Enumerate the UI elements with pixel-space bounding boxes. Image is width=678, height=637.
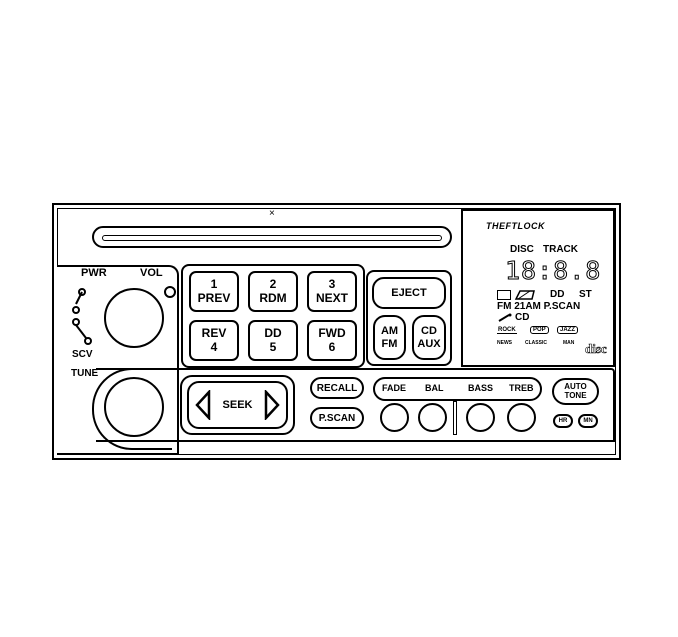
preset-1-function: PREV: [197, 290, 231, 305]
eq-preset-classic: CLASSIC: [525, 340, 547, 346]
aux-label: AUX: [417, 337, 441, 350]
eq-preset-jazz: JAZZ: [557, 326, 578, 334]
fm-label: FM: [381, 337, 398, 350]
preset-2-number: 2: [269, 276, 277, 291]
repeat-triangle-icon: [514, 290, 535, 300]
treb-label: TREB: [509, 383, 534, 393]
band-indicators: FM 21AM P.SCAN: [497, 301, 581, 312]
disc-label: DISC: [510, 244, 534, 255]
dolby-indicator: DD: [550, 289, 565, 300]
tune-label: TUNE: [71, 368, 99, 379]
tone-control-group: [373, 377, 542, 401]
hour-label: HR: [558, 418, 568, 424]
recall-button[interactable]: RECALL: [310, 377, 364, 399]
fade-label: FADE: [382, 383, 407, 393]
cd-slot[interactable]: [92, 226, 452, 248]
treble-knob[interactable]: [507, 403, 536, 432]
auto-tone-line2: TONE: [564, 390, 587, 400]
bal-label: BAL: [425, 383, 444, 393]
eq-preset-man: MAN: [563, 340, 575, 346]
preset-4-number: 4: [210, 339, 218, 354]
preset-3-next-button[interactable]: 3 NEXT: [307, 271, 357, 312]
vol-label: VOL: [140, 267, 163, 279]
preset-5-number: 5: [269, 339, 277, 354]
pscan-label: P.SCAN: [318, 412, 356, 424]
seek-button-frame: [180, 375, 295, 435]
display-readout: 18:8.8: [504, 256, 602, 285]
preset-2-function: RDM: [259, 290, 287, 305]
source-button-group: [366, 270, 452, 366]
seek-down-arrow-icon: [195, 390, 211, 420]
hour-button[interactable]: HR: [553, 414, 573, 428]
eq-preset-pop: POP: [530, 326, 549, 334]
am-label: AM: [380, 324, 399, 337]
seek-up-arrow-icon: [264, 390, 280, 420]
am-fm-button[interactable]: AM FM: [373, 315, 406, 360]
preset-2-rdm-button[interactable]: 2 RDM: [248, 271, 298, 312]
scv-label: SCV: [72, 349, 93, 360]
track-label: TRACK: [543, 244, 578, 255]
stereo-indicator: ST: [579, 289, 592, 300]
power-volume-knob[interactable]: [104, 288, 164, 348]
balance-knob[interactable]: [418, 403, 447, 432]
tune-knob-surround: [92, 368, 172, 450]
preset-5-dolby-button[interactable]: DD 5: [248, 320, 298, 361]
cd-indicator-box-icon: [497, 290, 511, 300]
preset-4-function: REV: [201, 325, 227, 340]
bass-label: BASS: [468, 383, 494, 393]
eject-label: EJECT: [391, 286, 427, 299]
cd-slot-opening: [102, 235, 442, 241]
cd-aux-button[interactable]: CD AUX: [412, 315, 446, 360]
preset-1-prev-button[interactable]: 1 PREV: [189, 271, 239, 312]
preset-6-function: FWD: [318, 325, 346, 340]
eject-button[interactable]: EJECT: [372, 277, 446, 309]
tone-divider: [453, 401, 457, 435]
indicator-led: [164, 286, 176, 298]
auto-tone-button[interactable]: AUTO TONE: [552, 378, 599, 405]
display-window: [461, 209, 615, 367]
bass-knob[interactable]: [466, 403, 495, 432]
pscan-button[interactable]: P.SCAN: [310, 407, 364, 429]
slot-center-mark: ×: [269, 208, 275, 219]
cd-pen-icon: [498, 313, 512, 322]
seek-label: SEEK: [222, 398, 253, 411]
preset-3-number: 3: [328, 276, 336, 291]
preset-button-group: [181, 264, 365, 368]
lower-control-band: [96, 368, 615, 442]
seek-rocker-button[interactable]: SEEK: [187, 381, 288, 429]
preset-6-fwd-button[interactable]: FWD 6: [307, 320, 357, 361]
minute-button[interactable]: MN: [578, 414, 598, 428]
preset-5-dolby-icon: DD: [264, 325, 282, 340]
pwr-label: PWR: [81, 267, 107, 279]
preset-1-number: 1: [210, 276, 218, 291]
cd-label: CD: [421, 324, 437, 337]
minute-label: MN: [583, 418, 593, 424]
disc-logo: disc: [585, 341, 607, 357]
preset-6-number: 6: [328, 339, 336, 354]
scv-graphic-icon: [72, 288, 92, 345]
eq-preset-rock: ROCK: [497, 327, 517, 334]
cd-indicator: CD: [515, 312, 530, 323]
fade-knob[interactable]: [380, 403, 409, 432]
recall-label: RECALL: [316, 382, 358, 394]
eq-preset-news: NEWS: [497, 340, 512, 346]
theftlock-label: THEFTLOCK: [486, 221, 545, 231]
preset-4-rev-button[interactable]: REV 4: [189, 320, 239, 361]
preset-3-function: NEXT: [315, 290, 348, 305]
auto-tone-line1: AUTO: [564, 381, 587, 391]
radio-faceplate: [52, 203, 621, 460]
